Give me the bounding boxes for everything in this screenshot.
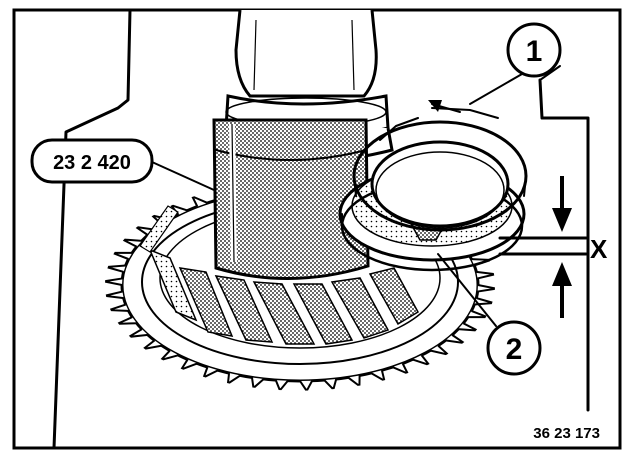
housing-outline	[52, 8, 132, 450]
gear-tooth	[105, 277, 123, 286]
gear-tooth	[476, 270, 495, 280]
callout-1-label: 1	[526, 35, 543, 68]
gear-tooth	[113, 251, 133, 261]
gear-tooth	[392, 362, 409, 374]
gear-tooth	[457, 322, 478, 332]
gear-tooth	[370, 370, 386, 381]
gear-tooth	[323, 378, 338, 390]
leader-line-1	[469, 73, 523, 105]
gear-tooth	[445, 334, 465, 344]
callout-2: 2	[486, 320, 542, 376]
gear-tooth	[347, 375, 361, 386]
gear-tooth	[467, 309, 487, 319]
figure-id: 36 23 173	[533, 425, 600, 442]
gear-tooth	[299, 380, 314, 391]
gear-tooth	[429, 344, 449, 356]
gear-tooth	[180, 358, 198, 370]
gear-tooth	[250, 377, 265, 388]
gear-tooth	[160, 349, 179, 361]
gear-tooth	[202, 366, 219, 378]
gear-tooth	[109, 303, 129, 312]
circlip-ring	[352, 100, 528, 232]
housing-inner-line	[539, 65, 561, 81]
housing-outline-right	[538, 78, 590, 412]
gear-tooth	[128, 328, 149, 338]
dimension-x-label: X	[590, 234, 608, 264]
leader-line-tool	[151, 161, 215, 191]
tool-number-label: 23 2 420	[53, 152, 131, 174]
gear-tooth	[274, 379, 289, 391]
dimension-x: X	[498, 176, 608, 318]
callout-1: 1	[506, 22, 562, 78]
gear-tooth	[122, 238, 143, 248]
gear-tooth	[226, 372, 241, 384]
helical-teeth	[139, 205, 420, 345]
leader-line-2	[437, 253, 497, 327]
gear-tooth	[117, 316, 137, 325]
tool-number-callout: 23 2 420	[30, 138, 154, 184]
callout-2-label: 2	[506, 333, 523, 366]
gear-tooth	[143, 339, 163, 350]
press-tool-sleeve	[212, 118, 370, 281]
gear-tooth	[191, 196, 208, 208]
gear-tooth	[107, 264, 126, 273]
gear-tooth	[105, 290, 124, 300]
gear-tooth	[412, 354, 430, 366]
gear-tooth	[477, 284, 495, 293]
